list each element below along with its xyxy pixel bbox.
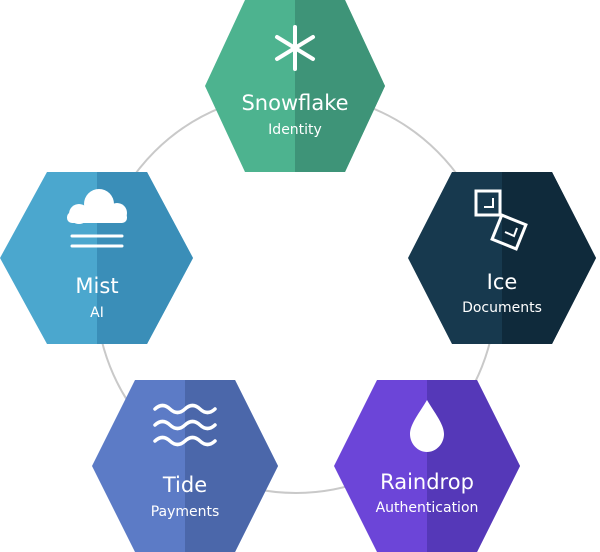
node-mist: Mist AI	[0, 172, 193, 344]
node-tide-hex-right	[185, 380, 278, 552]
node-ice-title: Ice	[487, 270, 518, 294]
node-snowflake-title: Snowflake	[241, 91, 348, 115]
node-tide-subtitle: Payments	[151, 504, 220, 520]
node-ice: Ice Documents	[408, 172, 596, 344]
node-snowflake: Snowflake Identity	[205, 0, 385, 172]
node-tide-title: Tide	[162, 473, 207, 497]
node-ice-hex-right	[502, 172, 596, 344]
node-tide: Tide Payments	[92, 380, 278, 552]
node-raindrop: Raindrop Authentication	[334, 380, 520, 552]
cubes-icon	[474, 189, 528, 251]
asterisk-icon	[275, 25, 315, 71]
waves-icon	[153, 403, 217, 447]
node-raindrop-hex-right	[427, 380, 520, 552]
node-raindrop-subtitle: Authentication	[376, 500, 479, 516]
node-mist-subtitle: AI	[90, 305, 104, 321]
cloud-fog-icon	[67, 189, 127, 248]
node-snowflake-hex-right	[295, 0, 385, 172]
node-ice-subtitle: Documents	[462, 300, 542, 316]
node-mist-title: Mist	[75, 274, 118, 298]
node-snowflake-subtitle: Identity	[268, 122, 322, 138]
drop-icon	[410, 400, 444, 452]
node-raindrop-title: Raindrop	[380, 470, 474, 494]
